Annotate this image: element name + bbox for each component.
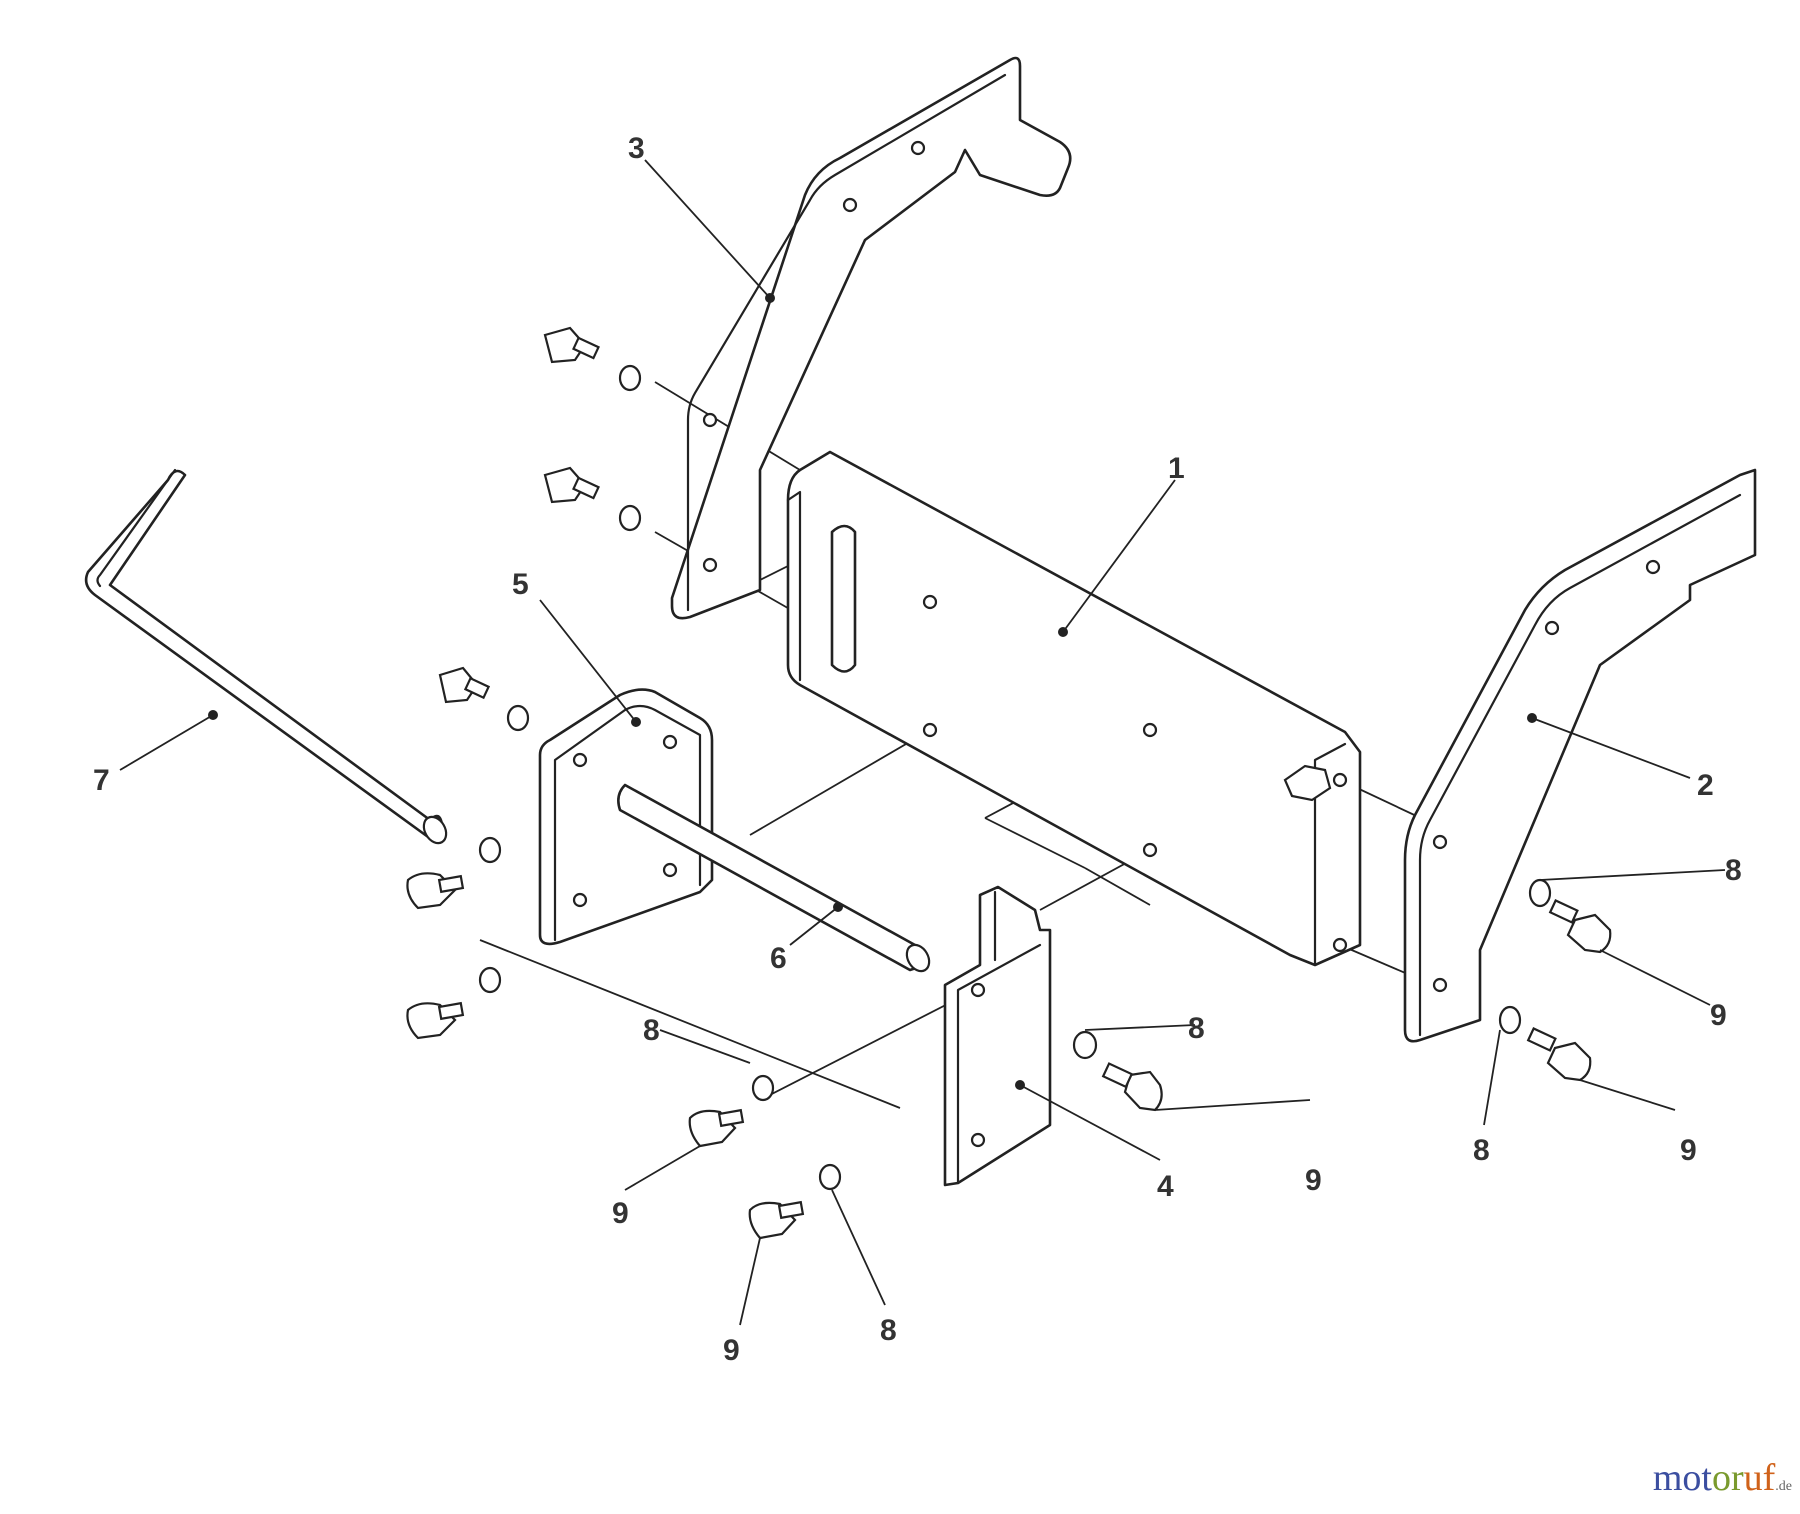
part-3-left-bracket	[670, 56, 1072, 620]
callout-6: 6	[770, 942, 787, 975]
callout-3: 3	[628, 132, 645, 165]
callout-8-mid: 8	[1188, 1012, 1205, 1045]
hardware-bolts-washers	[406, 326, 1612, 1240]
callout-9-left: 9	[612, 1197, 629, 1230]
callout-7: 7	[93, 764, 110, 797]
part-6-rod	[617, 783, 931, 973]
part-5-left-plate	[538, 688, 714, 946]
motoruf-logo: motoruf.de	[1652, 1457, 1792, 1499]
callout-8-left: 8	[643, 1014, 660, 1047]
callout-9-right-top: 9	[1710, 999, 1727, 1032]
part-2-right-bracket	[1403, 468, 1757, 1043]
part-4-front-plate	[943, 885, 1052, 1187]
callout-8-bottom: 8	[880, 1314, 897, 1347]
callout-9-right-bottom: 9	[1680, 1134, 1697, 1167]
callout-8-right-top: 8	[1725, 854, 1742, 887]
leader-lines	[119, 159, 1726, 1326]
callout-labels: 1 2 3 4 5 6 7 8 9 8 9 8 9 8 9 9 8	[93, 132, 1742, 1367]
callout-9-mid: 9	[1305, 1164, 1322, 1197]
callout-2: 2	[1697, 769, 1714, 802]
part-7-handle	[84, 468, 448, 845]
callout-9-bottom: 9	[723, 1334, 740, 1367]
callout-5: 5	[512, 568, 529, 601]
part-1-main-plate	[786, 450, 1362, 967]
callout-8-right-bottom: 8	[1473, 1134, 1490, 1167]
callout-1: 1	[1168, 452, 1185, 485]
callout-4: 4	[1157, 1170, 1174, 1203]
